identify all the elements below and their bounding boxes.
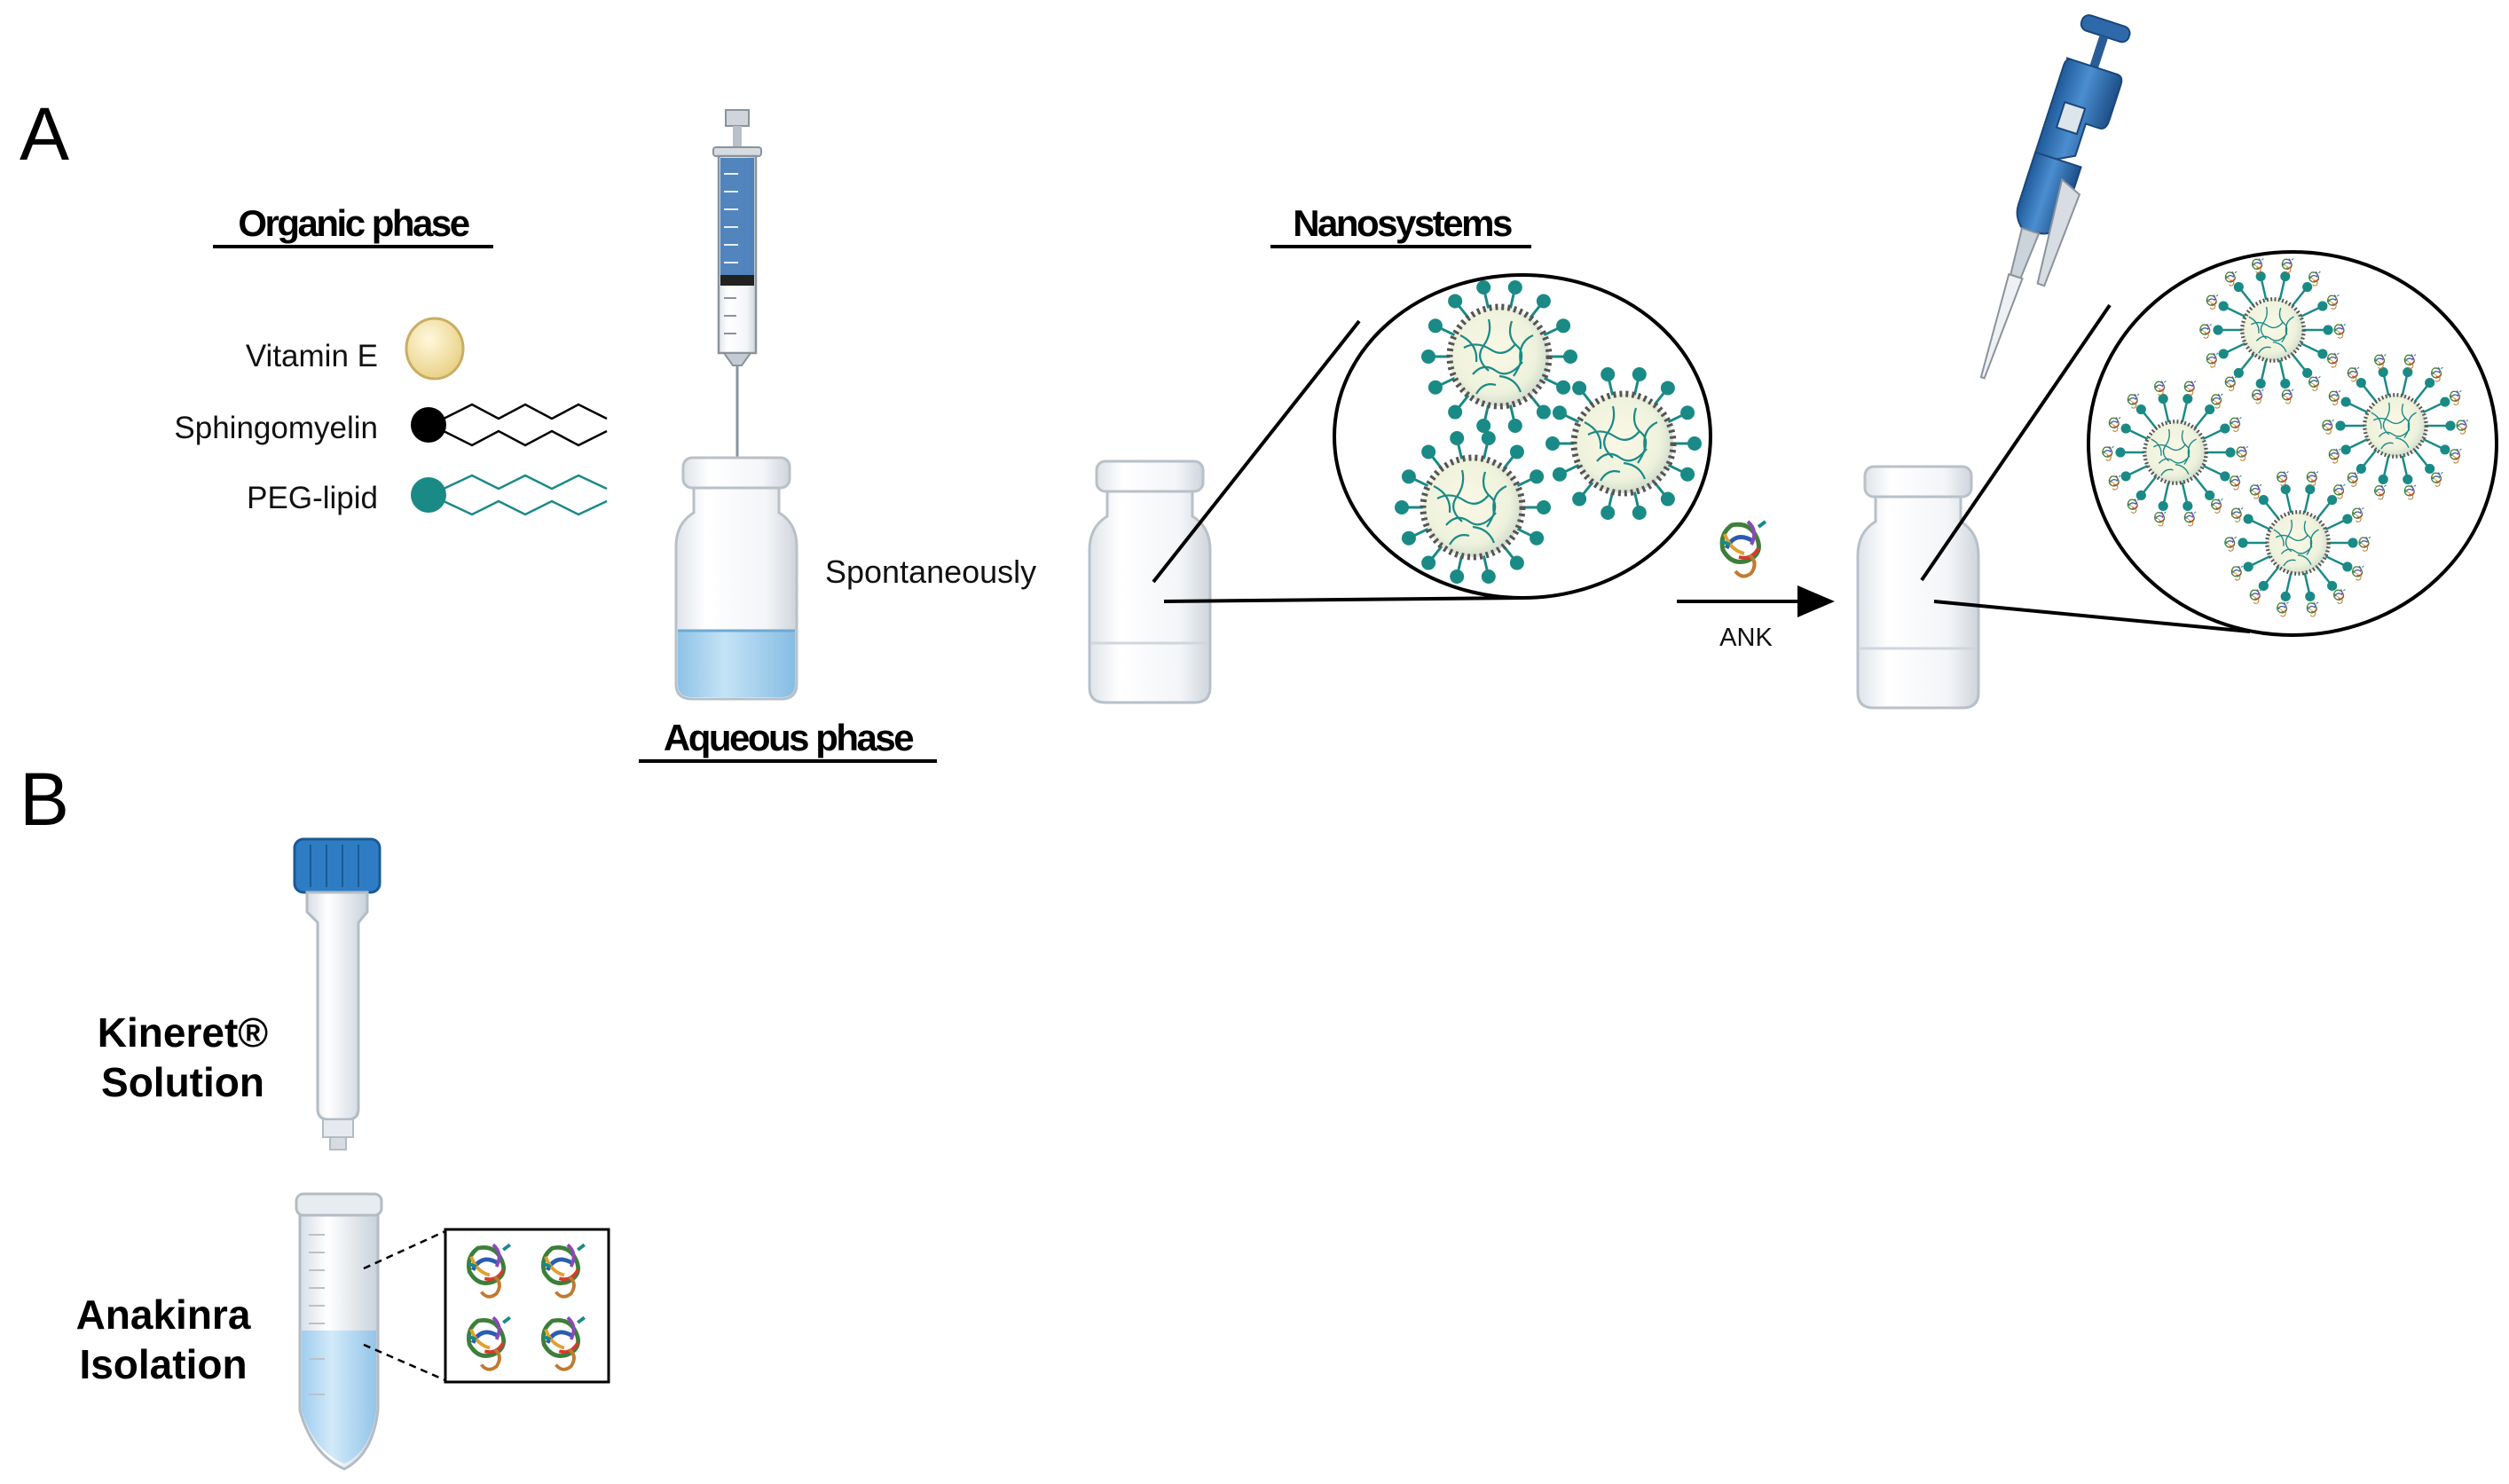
centrifugal-filter-icon: [293, 837, 381, 1150]
ank-arrow: [1677, 585, 1835, 617]
loaded-nanoparticle: [2198, 257, 2347, 404]
protein-zoom-line-lower: [363, 1343, 446, 1382]
legend-label-peg-lipid: PEG-lipid: [247, 481, 378, 515]
zoom-line-upper-2: [1920, 303, 2112, 582]
legend-label-vitamin-e: Vitamin E: [246, 339, 378, 373]
anakinra-label-line2: Isolation: [79, 1341, 247, 1387]
pipette-icon: [1979, 14, 2131, 380]
organic-phase-heading: Organic phase: [238, 202, 468, 244]
zoom-line-lower-1: [1163, 596, 1523, 603]
anakinra-label-line1: Anakinra: [76, 1292, 251, 1338]
panel-a-letter: A: [20, 92, 69, 176]
aqueous-phase-heading: Aqueous phase: [664, 717, 913, 758]
zoom-line-lower-2: [1933, 600, 2251, 633]
centrifuge-tube-icon: [295, 1192, 383, 1471]
legend-label-sphingomyelin: Sphingomyelin: [174, 411, 378, 445]
anakinra-protein-icon: [1721, 522, 1766, 577]
loaded-nanosystems-zoom-circle: [2087, 250, 2498, 637]
spontaneously-label: Spontaneously: [825, 554, 1036, 590]
peg-lipid-icon: [411, 474, 608, 516]
nanosystem-vial-icon: [1088, 459, 1212, 704]
legend: Vitamin E Sphingomyelin PEG-lipid: [174, 317, 608, 516]
loaded-nanoparticle: [2223, 470, 2371, 617]
zoom-line-upper-1: [1152, 319, 1361, 584]
panel-b-letter: B: [20, 758, 69, 841]
vitamin-e-icon: [405, 317, 465, 381]
nanoparticle: [1546, 367, 1702, 520]
sphingomyelin-icon: [411, 403, 608, 447]
loaded-nanoparticle: [2321, 353, 2469, 500]
anakinra-protein-inset: [444, 1228, 610, 1384]
aqueous-vial-icon: [674, 456, 798, 701]
syringe-icon: [712, 109, 762, 461]
loaded-vial-icon: [1856, 465, 1980, 710]
nanoparticle: [1421, 280, 1577, 433]
nanoparticle: [1395, 431, 1551, 584]
ank-label: ANK: [1719, 624, 1773, 652]
nanosystems-zoom-circle: [1333, 273, 1712, 600]
nanosystems-heading: Nanosystems: [1293, 202, 1512, 244]
loaded-nanoparticle: [2101, 380, 2249, 527]
kineret-label-line2: Solution: [101, 1059, 264, 1105]
protein-zoom-line-upper: [363, 1229, 446, 1270]
kineret-label-line1: Kineret®: [98, 1009, 268, 1056]
